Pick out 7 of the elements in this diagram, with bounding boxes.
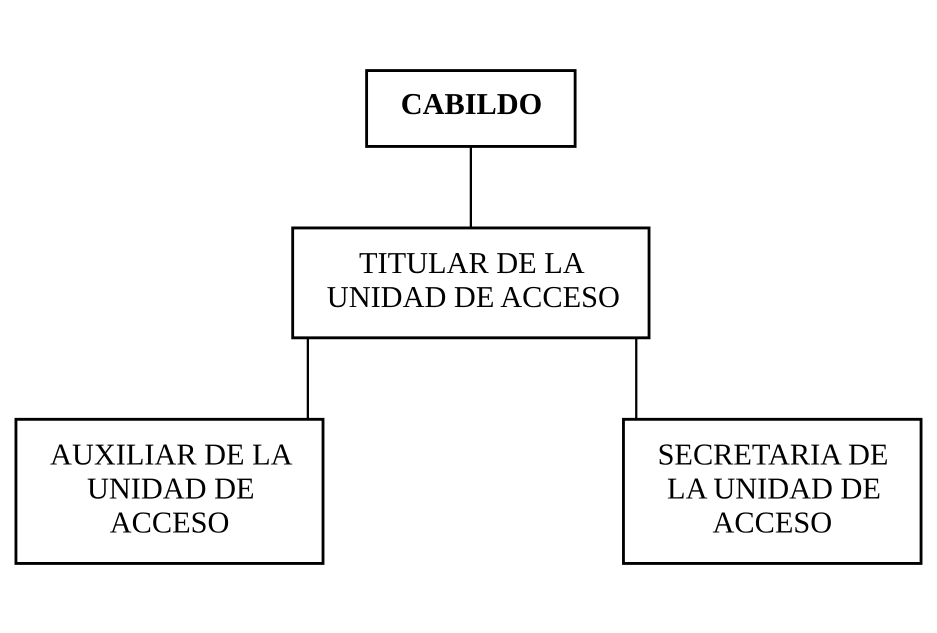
node-box: CABILDO <box>365 68 577 148</box>
connector <box>635 338 638 419</box>
node-box: SECRETARIA DE LA UNIDAD DE ACCESO <box>622 417 922 564</box>
node-box: TITULAR DE LA UNIDAD DE ACCESO <box>291 226 650 339</box>
connector <box>306 338 309 419</box>
node-box: AUXILIAR DE LA UNIDAD DE ACCESO <box>14 417 324 564</box>
connector <box>470 146 472 228</box>
